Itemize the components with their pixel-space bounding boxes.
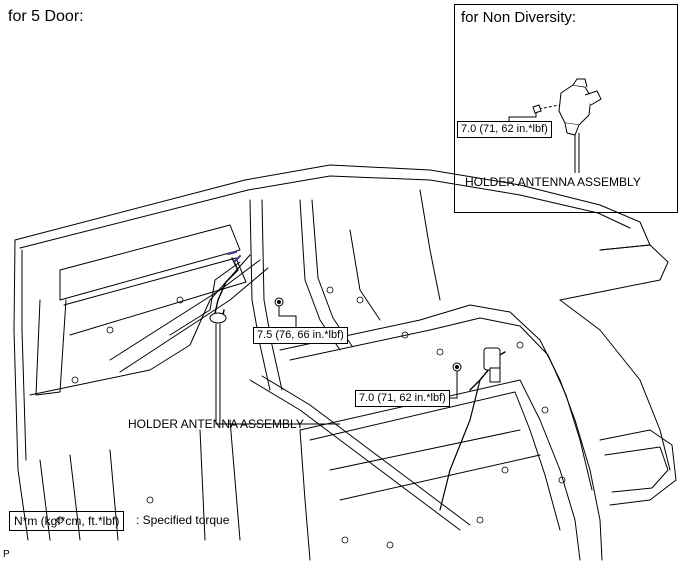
inset-title: for Non Diversity: <box>461 9 577 26</box>
torque-unit-legend-box: N*m (kgf*cm, ft.*lbf) <box>9 511 125 531</box>
holder-antenna-label: HOLDER ANTENNA ASSEMBLY <box>128 417 304 431</box>
page-title: for 5 Door: <box>8 8 84 25</box>
torque-legend-text: : Specified torque <box>136 513 230 527</box>
inset-part-label: HOLDER ANTENNA ASSEMBLY <box>465 175 641 189</box>
corner-mark: P <box>3 549 10 560</box>
non-diversity-inset: for Non Diversity: 7.0 (71, 62 in.*lbf) … <box>454 4 678 213</box>
torque-label-upper: 7.5 (76, 66 in.*lbf) <box>253 327 348 344</box>
torque-label-right: 7.0 (71, 62 in.*lbf) <box>355 390 450 407</box>
inset-antenna-illustration <box>508 78 602 173</box>
inset-torque-label: 7.0 (71, 62 in.*lbf) <box>457 121 552 138</box>
